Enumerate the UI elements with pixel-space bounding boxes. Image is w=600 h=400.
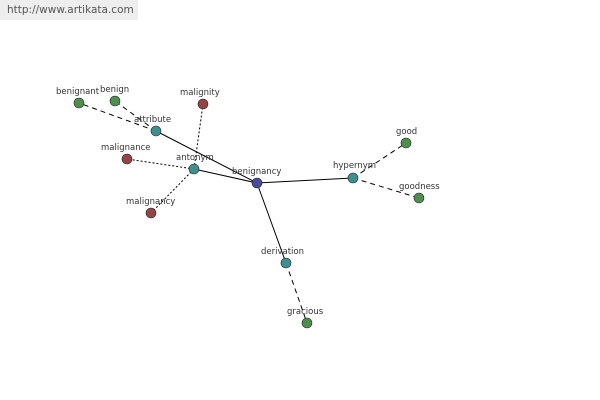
edge-hypernym-good	[352, 142, 407, 179]
node-malignance-label[interactable]: malignance	[101, 143, 151, 153]
node-benignancy-dot[interactable]	[251, 177, 263, 189]
node-hypernym-label[interactable]: hypernym	[333, 161, 376, 171]
node-derivation[interactable]: derivation	[261, 247, 304, 269]
node-malignancy[interactable]: malignancy	[126, 197, 175, 219]
edge-antonym-malignity	[193, 103, 204, 170]
node-malignance-dot[interactable]	[121, 153, 133, 165]
node-benign-label[interactable]: benign	[100, 85, 129, 95]
nodes-layer: benignancy attribute antonym hypernym deriva…	[56, 85, 440, 329]
node-hypernym-dot[interactable]	[347, 172, 359, 184]
source-url-banner[interactable]: http://www.artikata.com	[0, 0, 138, 20]
node-derivation-dot[interactable]	[280, 257, 292, 269]
node-benign[interactable]: benign	[100, 85, 129, 107]
edge-benignancy-attribute	[155, 130, 258, 184]
node-malignity[interactable]: malignity	[180, 88, 220, 110]
node-gracious[interactable]: gracious	[287, 307, 324, 329]
node-malignity-label[interactable]: malignity	[180, 88, 220, 98]
node-goodness[interactable]: goodness	[399, 182, 440, 204]
node-antonym[interactable]: antonym	[176, 153, 214, 175]
node-benignant-dot[interactable]	[73, 97, 85, 109]
node-attribute[interactable]: attribute	[134, 115, 171, 137]
edge-benignancy-antonym	[193, 168, 258, 184]
node-antonym-dot[interactable]	[188, 163, 200, 175]
node-benignancy[interactable]: benignancy	[232, 167, 281, 189]
node-derivation-label[interactable]: derivation	[261, 247, 304, 257]
node-gracious-label[interactable]: gracious	[287, 307, 324, 317]
node-good-dot[interactable]	[400, 137, 412, 149]
node-antonym-label[interactable]: antonym	[176, 153, 214, 163]
node-attribute-dot[interactable]	[150, 125, 162, 137]
node-malignancy-label[interactable]: malignancy	[126, 197, 175, 207]
node-benign-dot[interactable]	[109, 95, 121, 107]
edge-benignancy-derivation	[256, 182, 287, 264]
node-good[interactable]: good	[396, 127, 417, 149]
node-malignancy-dot[interactable]	[145, 207, 157, 219]
edge-benignancy-hypernym	[256, 177, 354, 184]
edges-layer	[78, 100, 420, 324]
node-goodness-label[interactable]: goodness	[399, 182, 440, 192]
node-attribute-label[interactable]: attribute	[134, 115, 171, 125]
node-good-label[interactable]: good	[396, 127, 417, 137]
node-benignancy-label[interactable]: benignancy	[232, 167, 281, 177]
edge-attribute-benignant	[78, 102, 157, 132]
node-malignance[interactable]: malignance	[101, 143, 151, 165]
edge-hypernym-goodness	[352, 177, 420, 199]
node-goodness-dot[interactable]	[413, 192, 425, 204]
node-hypernym[interactable]: hypernym	[333, 161, 376, 184]
node-benignant[interactable]: benignant	[56, 87, 100, 109]
edge-antonym-malignance	[126, 158, 195, 170]
node-benignant-label[interactable]: benignant	[56, 87, 100, 97]
node-gracious-dot[interactable]	[301, 317, 313, 329]
node-malignity-dot[interactable]	[197, 98, 209, 110]
edge-derivation-gracious	[285, 262, 308, 324]
